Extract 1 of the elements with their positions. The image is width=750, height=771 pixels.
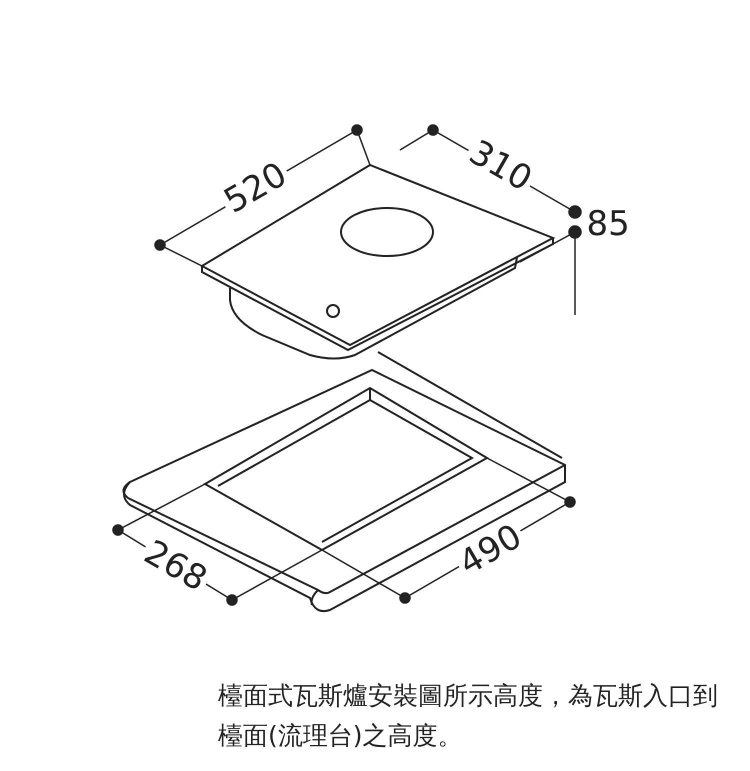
caption-text: 檯面式瓦斯爐安裝圖所示高度，為瓦斯入口到檯面(流理台)之高度。 (218, 680, 718, 752)
